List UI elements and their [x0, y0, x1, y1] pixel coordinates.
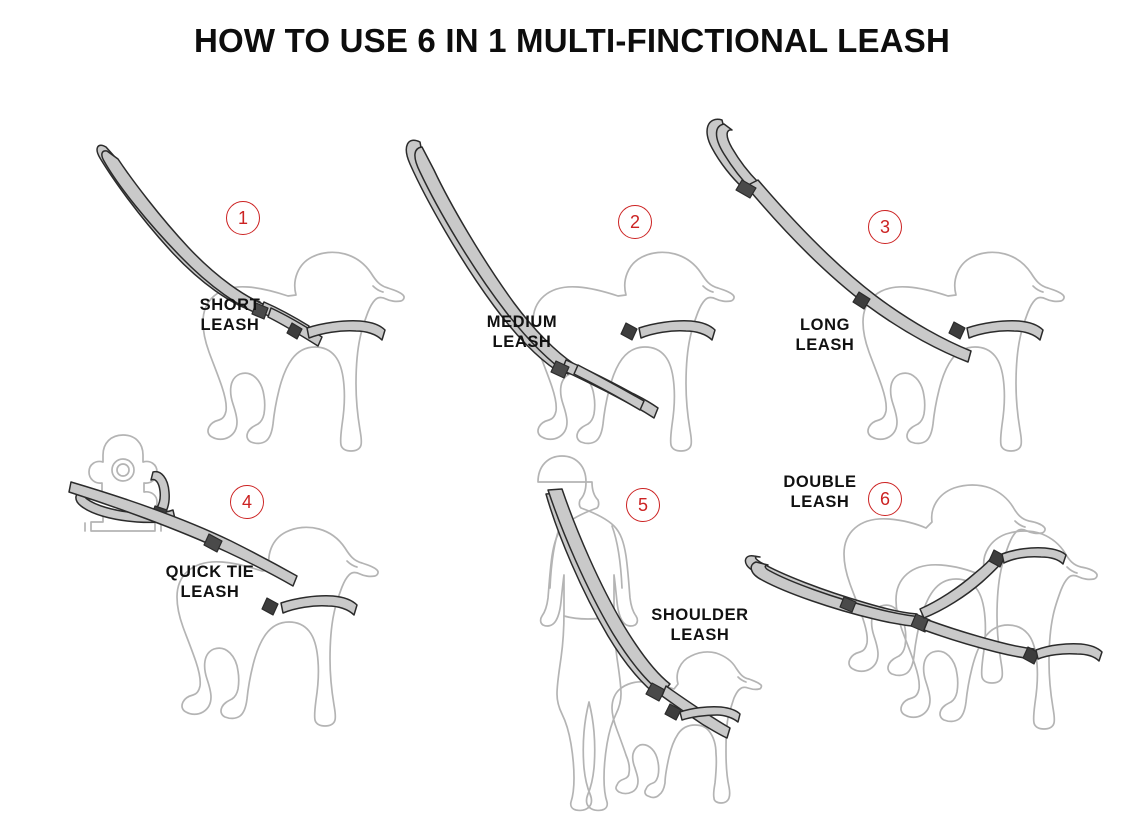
leash-strap: [405, 139, 716, 419]
strap-slider: [203, 533, 223, 553]
dog-muzzle-line-rear: [1014, 520, 1026, 528]
dog-collar: [966, 320, 1044, 341]
dog-muzzle-line-front: [1066, 566, 1078, 574]
dog-collar: [679, 706, 741, 723]
dog-silhouette: [176, 526, 379, 727]
strap-clip: [852, 291, 871, 310]
leash-strap: [744, 547, 1103, 665]
strap-slider: [645, 682, 666, 702]
panel-6-illustration: [744, 484, 1103, 730]
panel-3-label: LONG LEASH: [795, 316, 855, 355]
page-title: HOW TO USE 6 IN 1 MULTI-FINCTIONAL LEASH: [193, 22, 950, 59]
hydrant-cap-outer: [111, 458, 135, 482]
panel-3-illustration: [706, 118, 1065, 452]
dog-collar-rear: [1001, 547, 1067, 565]
leash-strap: [706, 118, 1044, 363]
dog-collar: [306, 320, 386, 341]
panel-2-label: MEDIUM LEASH: [486, 313, 558, 352]
panel-1-step-badge: 1: [226, 201, 260, 235]
leash-strap: [68, 470, 358, 616]
panel-5-illustration: [537, 455, 763, 812]
dog-muzzle-line: [702, 285, 714, 293]
panel-medium-leash: MEDIUM LEASH 2: [390, 120, 770, 452]
panel-4-illustration: [68, 434, 379, 727]
panel-4-label: QUICK TIE LEASH: [165, 563, 255, 602]
panel-2-illustration: [405, 139, 735, 452]
hydrant-base: [84, 522, 162, 532]
strap-clip: [286, 322, 303, 340]
strap-clip: [261, 597, 279, 616]
leash-strap: [96, 144, 386, 347]
dog-silhouette: [532, 251, 735, 452]
dog-muzzle-line: [372, 285, 384, 293]
strap-slider: [839, 596, 857, 613]
strap-clip-front: [1022, 646, 1040, 665]
strap-handle-return: [414, 146, 575, 375]
panel-quick-tie-leash: QUICK TIE LEASH 4: [55, 400, 455, 730]
panel-double-leash: DOUBLE LEASH 6: [740, 450, 1140, 780]
dog-collar-front: [1035, 643, 1103, 662]
strap-long-run: [745, 179, 972, 363]
person-silhouette: [537, 455, 639, 812]
panel-4-step-badge: 4: [230, 485, 264, 519]
strap-slider: [735, 179, 757, 199]
strap-long-run: [68, 481, 298, 587]
strap-clip: [664, 703, 682, 721]
dog-silhouette-rear: [843, 484, 1046, 684]
strap-branch-front: [923, 619, 1035, 660]
strap-slider: [251, 302, 269, 320]
strap-branch-rear: [919, 552, 1004, 619]
panel-long-leash: LONG LEASH 3: [700, 100, 1100, 452]
panel-6-label: DOUBLE LEASH: [783, 473, 857, 512]
panel-2-step-badge: 2: [618, 205, 652, 239]
strap-clip-secondary: [948, 321, 966, 340]
strap-shoulder-return: [547, 488, 671, 694]
panel-1-illustration: [96, 144, 405, 452]
panel-6-step-badge: 6: [868, 482, 902, 516]
hydrant-cap-inner: [116, 463, 130, 477]
strap-clip: [620, 322, 638, 341]
dog-muzzle-line: [1032, 285, 1044, 293]
panel-3-step-badge: 3: [868, 210, 902, 244]
dog-collar: [638, 320, 716, 341]
strap-slider: [550, 360, 570, 379]
dog-muzzle-line-small: [737, 676, 747, 683]
dog-silhouette-front: [895, 530, 1098, 730]
dog-silhouette: [862, 251, 1065, 452]
strap-tail: [573, 364, 645, 411]
person-arm-right-line: [611, 525, 623, 589]
dog-silhouette: [202, 251, 405, 452]
strap-handle-return: [101, 150, 269, 317]
panel-5-label: SHOULDER LEASH: [651, 606, 749, 645]
dog-muzzle-line: [346, 560, 358, 568]
panel-shoulder-leash: SHOULDER LEASH 5: [480, 430, 840, 820]
panel-1-label: SHORT LEASH: [199, 296, 261, 335]
leash-strap: [545, 488, 741, 739]
panel-5-step-badge: 5: [626, 488, 660, 522]
dog-collar: [280, 595, 358, 616]
panel-short-leash: SHORT LEASH 1: [60, 120, 440, 452]
dog-silhouette-small: [611, 651, 763, 804]
